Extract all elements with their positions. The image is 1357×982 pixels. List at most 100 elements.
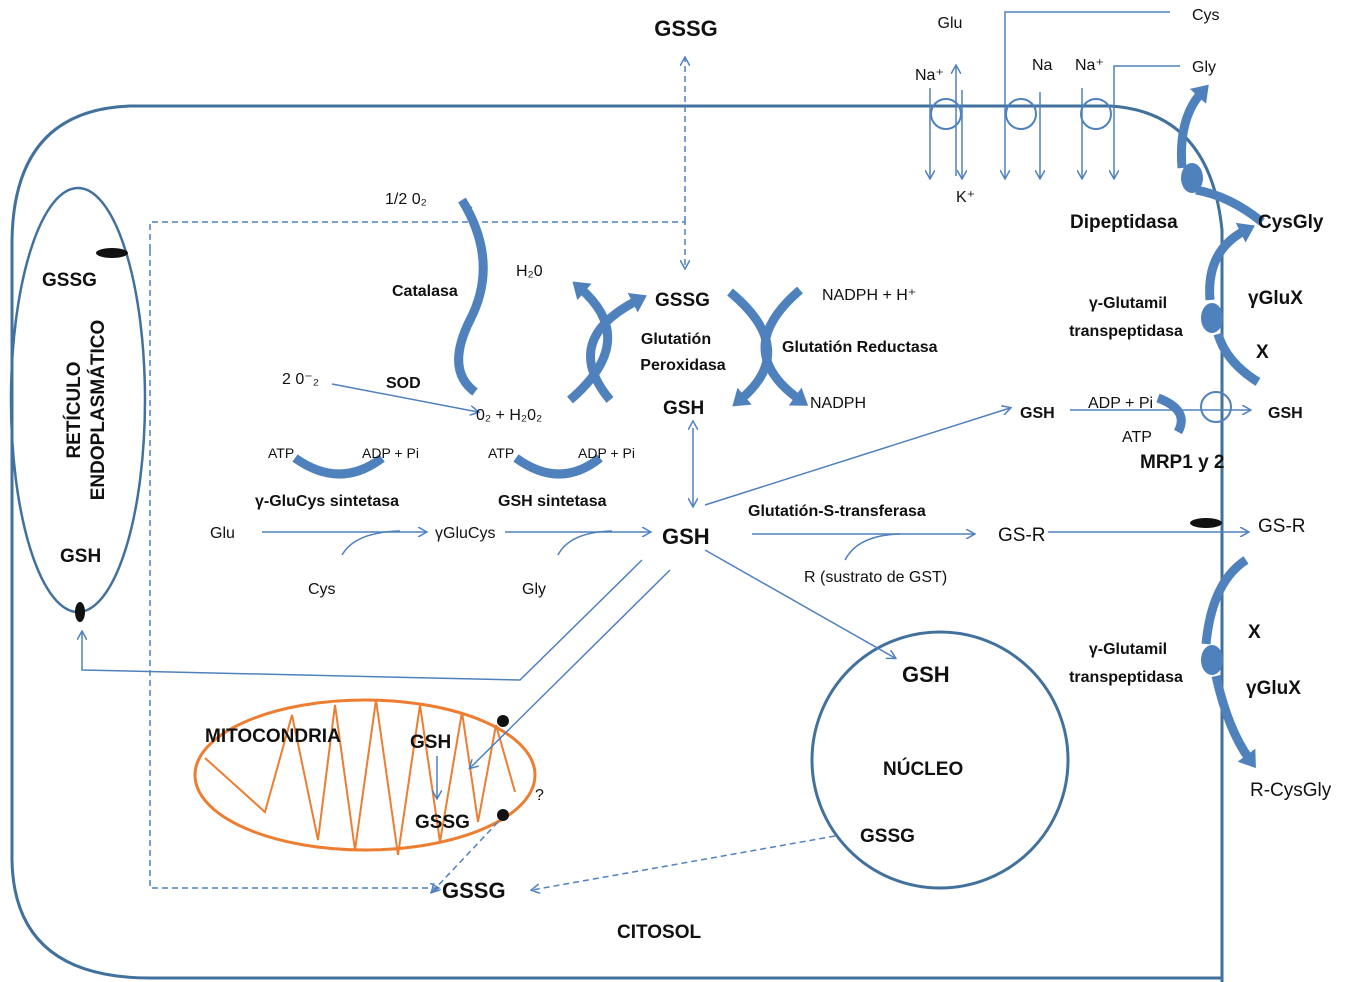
label-glu-extracellular: Glu bbox=[938, 15, 963, 32]
gpx-arc-right bbox=[585, 292, 647, 403]
label-nucleo: NÚCLEO bbox=[883, 758, 963, 780]
label-nadph: NADPH bbox=[810, 395, 866, 412]
label-mito-gssg: GSSG bbox=[415, 812, 470, 833]
label-na-2: Na bbox=[1032, 57, 1053, 74]
label-gglucys-sintetasa: γ-GluCys sintetasa bbox=[255, 493, 399, 510]
label-atp-2: ATP bbox=[488, 445, 514, 461]
label-gglux-bottom: γGluX bbox=[1246, 678, 1301, 699]
label-cyto-gssg: GSSG bbox=[442, 878, 506, 903]
label-mitocondria: MITOCONDRIA bbox=[205, 726, 341, 747]
label-gssg-extracellular: GSSG bbox=[654, 16, 718, 41]
dipeptidase-enzyme bbox=[1181, 163, 1203, 193]
label-na-1: Na⁺ bbox=[915, 67, 944, 84]
label-glu-cyto: Glu bbox=[210, 525, 235, 542]
catalase-arc bbox=[454, 197, 488, 396]
label-gssg-center: GSSG bbox=[655, 290, 710, 311]
label-gpx-line2: Peroxidasa bbox=[640, 357, 725, 374]
arrow-gsh-to-nucleus bbox=[704, 549, 895, 658]
flux-gly-in bbox=[1114, 65, 1180, 178]
label-dipeptidasa: Dipeptidasa bbox=[1070, 212, 1178, 233]
label-ggt-bottom-line1: γ-Glutamil bbox=[1089, 641, 1167, 658]
na-k-transporter bbox=[930, 98, 962, 130]
label-nadph-h: NADPH + H⁺ bbox=[822, 287, 916, 304]
arrow-sod bbox=[331, 383, 478, 412]
flux-cys-in bbox=[1005, 11, 1170, 178]
label-er-gssg: GSSG bbox=[42, 270, 97, 291]
label-sod: SOD bbox=[386, 375, 421, 392]
label-atp-mrp: ATP bbox=[1122, 429, 1152, 446]
ggt-enzyme-bottom bbox=[1201, 645, 1223, 675]
dashed-er-to-cyto-gssg bbox=[149, 250, 438, 888]
na-cys-transporter bbox=[1005, 98, 1037, 130]
label-mito-gsh: GSH bbox=[410, 732, 451, 753]
dipeptidase-arc-in bbox=[1195, 185, 1265, 226]
label-cys-cyto: Cys bbox=[308, 581, 336, 598]
label-substrate: R (sustrato de GST) bbox=[804, 569, 947, 586]
label-er-gsh: GSH bbox=[60, 546, 101, 567]
dipeptidase-arc-out bbox=[1176, 84, 1209, 169]
mitochondrion-cristae bbox=[204, 699, 516, 856]
label-gsh-main: GSH bbox=[662, 524, 710, 549]
arrow-gsh-to-mrp bbox=[704, 408, 1010, 506]
ggt-bottom-arc-1 bbox=[1201, 556, 1249, 645]
mrp-arc bbox=[1156, 393, 1186, 435]
label-gsr: GS-R bbox=[998, 525, 1046, 546]
label-x-bottom: X bbox=[1248, 622, 1261, 643]
arrow-substrate-in bbox=[844, 533, 901, 561]
label-gglux-top: γGluX bbox=[1248, 288, 1303, 309]
mitochondrion-membrane bbox=[193, 698, 537, 852]
arrow-o2-to-catalase bbox=[461, 199, 473, 209]
ggt-enzyme-top bbox=[1201, 303, 1223, 333]
arrow-gsh-to-er bbox=[82, 559, 643, 681]
label-gly-cyto: Gly bbox=[522, 581, 546, 598]
ggt-top-arc-2 bbox=[1213, 332, 1261, 386]
label-rcysgly: R-CysGly bbox=[1250, 780, 1332, 801]
mito-transporter-bottom bbox=[497, 809, 509, 821]
er-transporter-bottom bbox=[75, 602, 85, 622]
label-half-o2: 1/2 0₂ bbox=[385, 191, 427, 208]
arrow-cys-in bbox=[341, 530, 401, 556]
ggt-top-arc-1 bbox=[1205, 222, 1255, 301]
dashed-mito-to-cyto bbox=[432, 821, 499, 892]
dashed-nucleus-to-cyto bbox=[532, 835, 836, 890]
label-ggt-bottom-line2: transpeptidasa bbox=[1069, 669, 1183, 686]
label-gsh-mrp-in: GSH bbox=[1020, 405, 1055, 422]
gr-arc-right bbox=[760, 286, 809, 406]
label-citosol: CITOSOL bbox=[617, 922, 701, 943]
gpx-arc-left bbox=[567, 281, 613, 404]
label-atp-1: ATP bbox=[268, 445, 294, 461]
na-gly-transporter bbox=[1080, 98, 1112, 130]
gsh-synth-arc-1 bbox=[292, 454, 385, 479]
label-nucleus-gsh: GSH bbox=[902, 662, 950, 687]
label-x-top: X bbox=[1256, 342, 1269, 363]
mrp-transporter bbox=[1200, 391, 1232, 423]
label-ggt-top-line2: transpeptidasa bbox=[1069, 323, 1183, 340]
label-catalasa: Catalasa bbox=[392, 283, 458, 300]
label-gly-extracellular: Gly bbox=[1192, 59, 1216, 76]
label-k: K⁺ bbox=[956, 189, 975, 206]
mito-transporter-top bbox=[497, 715, 509, 727]
label-h2o: H₂0 bbox=[516, 263, 543, 280]
gsh-synth-arc-2 bbox=[513, 454, 603, 479]
label-reticulo: RETÍCULO bbox=[63, 361, 85, 458]
label-adp-1: ADP + Pi bbox=[362, 445, 419, 461]
label-cys-extracellular: Cys bbox=[1192, 7, 1220, 24]
label-mrp: MRP1 y 2 bbox=[1140, 452, 1224, 473]
label-nucleus-gssg: GSSG bbox=[860, 826, 915, 847]
label-adp-pi-mrp: ADP + Pi bbox=[1088, 395, 1153, 412]
arrow-gly-in bbox=[557, 530, 613, 556]
label-cysgly: CysGly bbox=[1258, 212, 1324, 233]
label-gsr-extracellular: GS-R bbox=[1258, 516, 1306, 537]
arrow-gsh-to-mito bbox=[470, 569, 671, 768]
nucleus-membrane bbox=[810, 630, 1070, 890]
label-gsh-extracellular: GSH bbox=[1268, 405, 1303, 422]
label-na-3: Na⁺ bbox=[1075, 57, 1104, 74]
label-o2-h2o2: 0₂ + H₂0₂ bbox=[476, 407, 542, 424]
er-transporter-top bbox=[96, 248, 128, 258]
dashed-er-to-gssg bbox=[149, 221, 685, 268]
label-gr: Glutatión Reductasa bbox=[782, 339, 938, 356]
label-adp-2: ADP + Pi bbox=[578, 445, 635, 461]
label-gpx-line1: Glutatión bbox=[641, 331, 711, 348]
label-endoplasmatico: ENDOPLASMÁTICO bbox=[87, 320, 109, 501]
